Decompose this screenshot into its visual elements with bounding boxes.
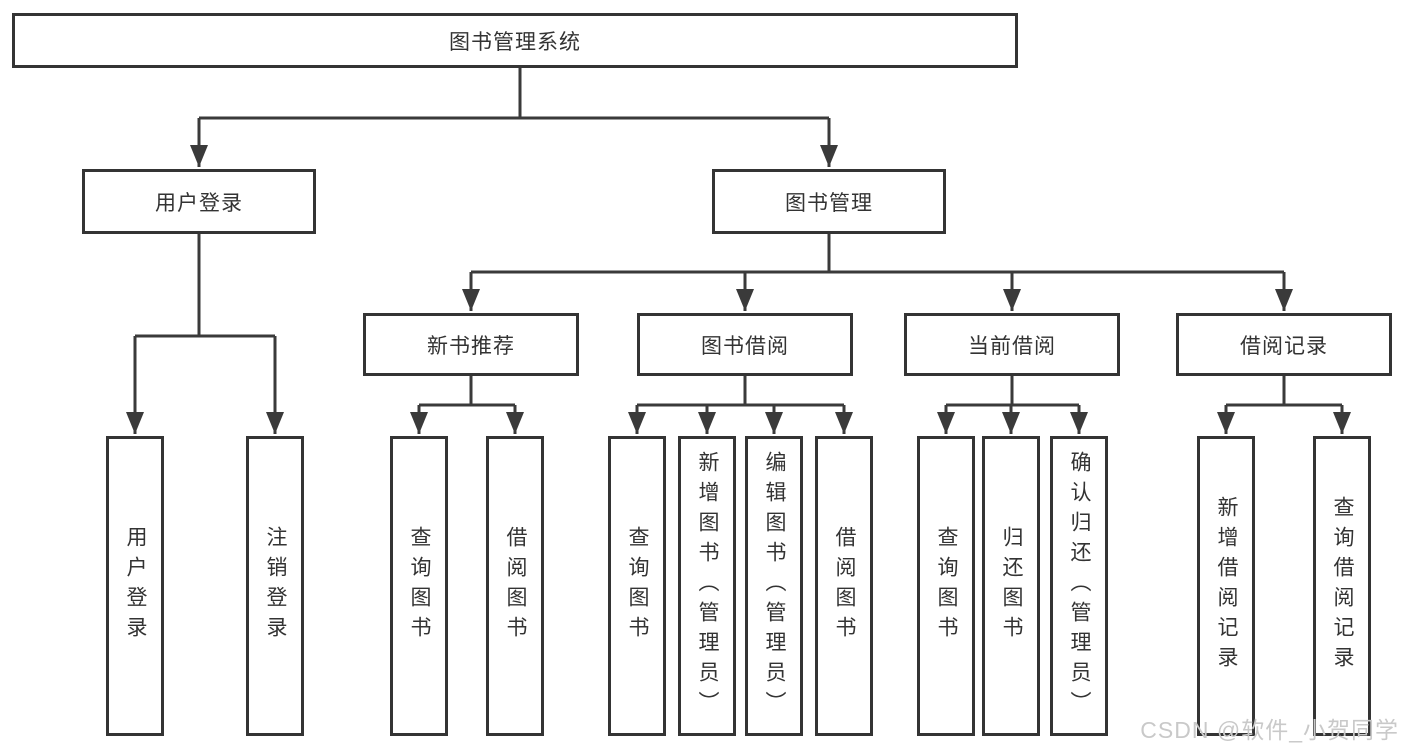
leaf-confirm-return-admin: 确认归还（管理员） — [1050, 436, 1108, 736]
leaf-return-book-label: 归还图书 — [1000, 526, 1023, 646]
leaf-borrow-books-1: 借阅图书 — [486, 436, 544, 736]
leaf-user-login-label: 用户登录 — [124, 526, 147, 646]
leaf-query-books-3-label: 查询图书 — [935, 526, 958, 646]
leaf-query-books-1: 查询图书 — [390, 436, 448, 736]
leaf-query-books-2-label: 查询图书 — [626, 526, 649, 646]
node-user-login-label: 用户登录 — [155, 191, 243, 215]
node-borrowing-records: 借阅记录 — [1176, 313, 1392, 376]
node-book-borrowing: 图书借阅 — [637, 313, 853, 376]
leaf-edit-book-admin-label: 编辑图书（管理员） — [763, 451, 786, 721]
leaf-borrow-books-1-label: 借阅图书 — [504, 526, 527, 646]
leaf-query-books-3: 查询图书 — [917, 436, 975, 736]
leaf-user-login: 用户登录 — [106, 436, 164, 736]
leaf-add-book-admin-label: 新增图书（管理员） — [696, 451, 719, 721]
node-root-system: 图书管理系统 — [12, 13, 1018, 68]
leaf-query-books-1-label: 查询图书 — [408, 526, 431, 646]
node-root-system-label: 图书管理系统 — [449, 30, 581, 54]
connector-current-borrow-rail — [946, 376, 1079, 407]
leaf-edit-book-admin: 编辑图书（管理员） — [745, 436, 803, 736]
leaf-query-books-2: 查询图书 — [608, 436, 666, 736]
leaf-add-borrow-record-label: 新增借阅记录 — [1215, 496, 1238, 676]
node-book-borrowing-label: 图书借阅 — [701, 334, 789, 358]
node-user-login: 用户登录 — [82, 169, 316, 234]
node-current-borrowing-label: 当前借阅 — [968, 334, 1056, 358]
leaf-logout: 注销登录 — [246, 436, 304, 736]
node-borrowing-records-label: 借阅记录 — [1240, 334, 1328, 358]
watermark: CSDN @软件_小贺同学 — [1140, 717, 1399, 743]
leaf-add-borrow-record: 新增借阅记录 — [1197, 436, 1255, 736]
connector-borrow-records-rail — [1226, 376, 1342, 407]
connector-new-book-rail — [419, 376, 515, 407]
node-book-management: 图书管理 — [712, 169, 946, 234]
node-new-book-recommend: 新书推荐 — [363, 313, 579, 376]
connector-user-login-rail — [135, 234, 275, 338]
leaf-add-book-admin: 新增图书（管理员） — [678, 436, 736, 736]
leaf-borrow-books-2-label: 借阅图书 — [833, 526, 856, 646]
connector-book-borrow-rail — [637, 376, 844, 407]
connector-root-rail — [199, 68, 829, 120]
leaf-borrow-books-2: 借阅图书 — [815, 436, 873, 736]
node-current-borrowing: 当前借阅 — [904, 313, 1120, 376]
leaf-logout-label: 注销登录 — [264, 526, 287, 646]
node-book-management-label: 图书管理 — [785, 191, 873, 215]
leaf-confirm-return-admin-label: 确认归还（管理员） — [1068, 451, 1091, 721]
connector-book-mgmt-rail — [471, 234, 1284, 274]
leaf-query-borrow-record-label: 查询借阅记录 — [1331, 496, 1354, 676]
leaf-query-borrow-record: 查询借阅记录 — [1313, 436, 1371, 736]
leaf-return-book: 归还图书 — [982, 436, 1040, 736]
node-new-book-recommend-label: 新书推荐 — [427, 334, 515, 358]
